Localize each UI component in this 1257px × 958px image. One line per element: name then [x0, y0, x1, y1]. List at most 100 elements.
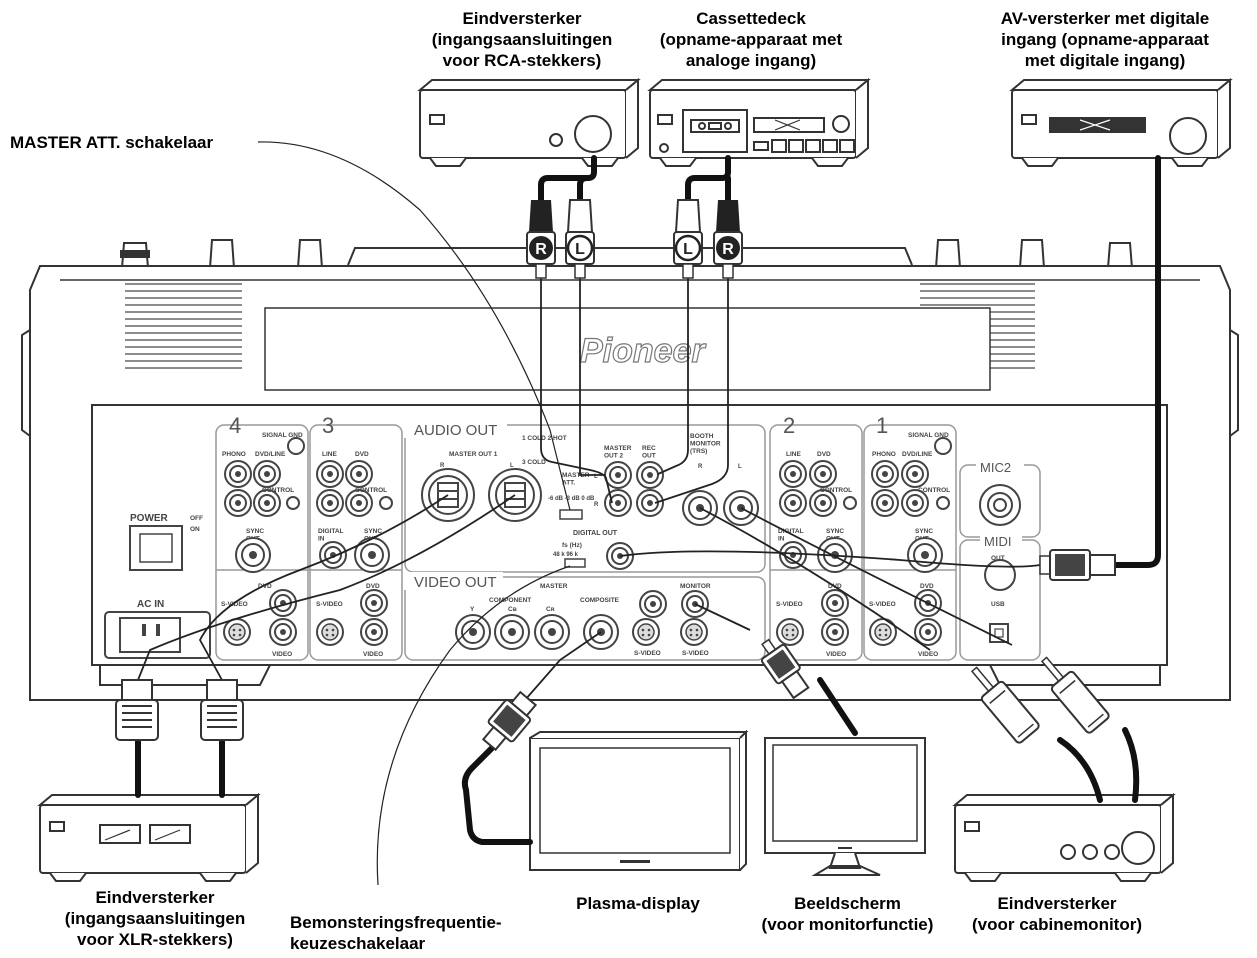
plug-r-letter: R	[535, 241, 547, 258]
ac-in-label: AC IN	[137, 599, 164, 610]
rec-out-l-jack[interactable]	[637, 462, 663, 488]
s-video-label: S-VIDEO	[316, 601, 343, 608]
caption-monitor-display: Beeldscherm(voor monitorfunctie)	[745, 893, 950, 935]
xlr-plug-right	[201, 680, 243, 740]
plug-r-letter: R	[722, 241, 734, 258]
phono-l-jack[interactable]	[225, 461, 251, 487]
dvd-line-l-jack[interactable]	[254, 461, 280, 487]
line-l-jack[interactable]	[317, 461, 343, 487]
dvd-label: DVD	[817, 451, 831, 458]
control-jack[interactable]	[287, 497, 299, 509]
cassette-deck-device	[650, 80, 868, 166]
dvd-l-jack[interactable]	[810, 461, 836, 487]
video-jack[interactable]	[361, 619, 387, 645]
mic2-label: MIC2	[980, 460, 1011, 475]
master-label: MASTER	[540, 583, 568, 590]
master-out2-l-jack[interactable]	[605, 462, 631, 488]
phono-r-jack[interactable]	[225, 490, 251, 516]
knob-icon	[210, 240, 234, 268]
signal-gnd-terminal[interactable]	[935, 438, 951, 454]
knob-icon	[936, 240, 960, 268]
digital-in-jack[interactable]	[320, 542, 346, 568]
s-video-label: S-VIDEO	[682, 650, 709, 657]
line-r-jack[interactable]	[317, 490, 343, 516]
power-amp-xlr-device	[40, 795, 258, 881]
caption-av-amp: AV-versterker met digitaleingang (opname…	[960, 8, 1250, 71]
booth-amp-device	[955, 795, 1173, 881]
video-label: VIDEO	[918, 651, 938, 658]
usb-label: USB	[991, 601, 1005, 608]
control-label: CONTROL	[918, 487, 950, 494]
line-label: LINE	[786, 451, 801, 458]
fs-switch[interactable]	[565, 559, 585, 567]
sync-out-jack[interactable]	[236, 538, 270, 572]
midi-out-jack[interactable]	[985, 560, 1015, 590]
phono-label: PHONO	[222, 451, 246, 458]
video-jack[interactable]	[270, 619, 296, 645]
power-on-label: ON	[190, 526, 200, 533]
line-r-jack[interactable]	[780, 490, 806, 516]
s-video-jack[interactable]	[224, 619, 250, 645]
att-db-label: -6 dB -3 dB 0 dB	[548, 496, 595, 502]
monitor-display-device	[765, 738, 925, 875]
power-amp-rca-device	[420, 80, 638, 166]
power-label: POWER	[130, 513, 169, 524]
r-label: R	[594, 502, 599, 508]
caption-fs-switch: Bemonsteringsfrequentie-keuzeschakelaar	[290, 912, 502, 954]
dvd-video-jack[interactable]	[822, 590, 848, 616]
control-jack[interactable]	[937, 497, 949, 509]
knob-icon	[298, 240, 322, 268]
channel-2-number: 2	[783, 413, 795, 438]
s-video-label: S-VIDEO	[634, 650, 661, 657]
phono-label: PHONO	[872, 451, 896, 458]
s-video-label: S-VIDEO	[776, 601, 803, 608]
component-label: COMPONENT	[489, 597, 531, 604]
knob-icon	[1020, 240, 1044, 268]
component-cr-jack[interactable]	[535, 615, 569, 649]
control-jack[interactable]	[844, 497, 856, 509]
coax-plug-digital	[1040, 550, 1115, 580]
phono-r-jack[interactable]	[872, 490, 898, 516]
signal-gnd-terminal[interactable]	[288, 438, 304, 454]
control-label: CONTROL	[820, 487, 852, 494]
channel-4-number: 4	[229, 413, 241, 438]
video-label: VIDEO	[826, 651, 846, 658]
channel-1-number: 1	[876, 413, 888, 438]
monitor-s-video-jack[interactable]	[681, 619, 707, 645]
midi-label: MIDI	[984, 534, 1011, 549]
component-y-jack[interactable]	[456, 615, 490, 649]
master-video-jack[interactable]	[640, 591, 666, 617]
dvd-video-jack[interactable]	[361, 590, 387, 616]
line-l-jack[interactable]	[780, 461, 806, 487]
master-s-video-jack[interactable]	[633, 619, 659, 645]
line-label: LINE	[322, 451, 337, 458]
sync-out-jack[interactable]	[355, 538, 389, 572]
dvd-label: DVD	[355, 451, 369, 458]
dvd-l-jack[interactable]	[346, 461, 372, 487]
dvd-line-l-jack[interactable]	[902, 461, 928, 487]
dvd-line-label: DVD/LINE	[255, 451, 286, 458]
phono-l-jack[interactable]	[872, 461, 898, 487]
control-label: CONTROL	[262, 487, 294, 494]
caption-booth-amp: Eindversterker(voor cabinemonitor)	[957, 893, 1157, 935]
s-video-jack[interactable]	[777, 619, 803, 645]
master-out1-label: MASTER OUT 1	[449, 451, 498, 458]
plasma-display-device	[530, 732, 746, 870]
control-jack[interactable]	[380, 497, 392, 509]
s-video-jack[interactable]	[870, 619, 896, 645]
video-jack[interactable]	[915, 619, 941, 645]
s-video-label: S-VIDEO	[869, 601, 896, 608]
fs-values-label: 48 k 96 k	[553, 552, 579, 558]
s-video-jack[interactable]	[317, 619, 343, 645]
master-att-switch[interactable]	[560, 510, 582, 519]
plug-l-letter: L	[683, 241, 693, 258]
video-out-title: VIDEO OUT	[414, 574, 497, 591]
monitor-label: MONITOR	[680, 583, 711, 590]
sync-out-jack[interactable]	[908, 538, 942, 572]
rec-out-r-jack[interactable]	[637, 490, 663, 516]
booth-l-label: L	[738, 464, 742, 470]
component-cb-jack[interactable]	[495, 615, 529, 649]
video-jack[interactable]	[822, 619, 848, 645]
xlr-pin-label: 3 COLD	[522, 459, 546, 466]
